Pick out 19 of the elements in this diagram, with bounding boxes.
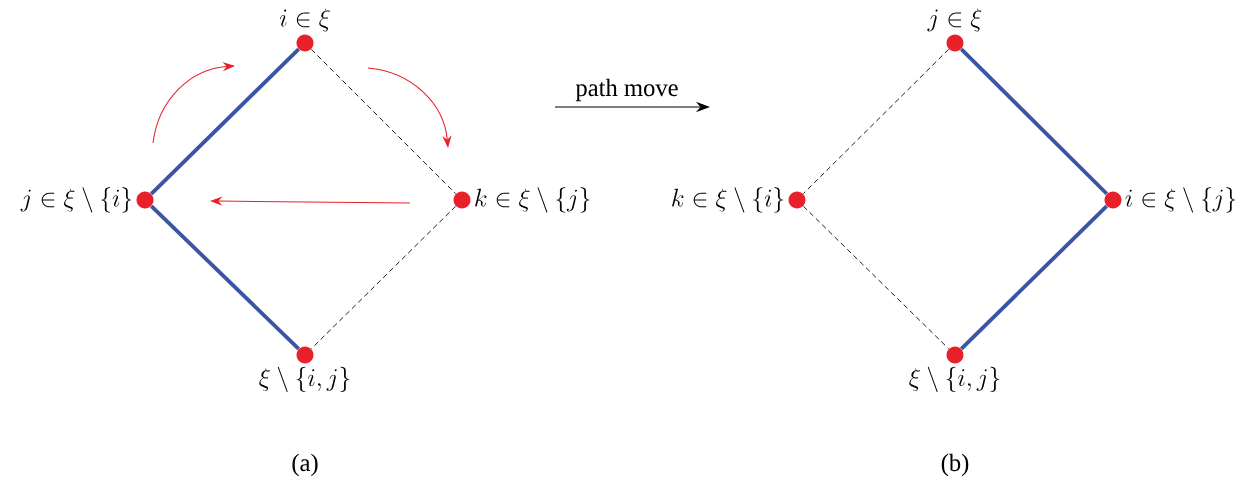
connector-line <box>150 204 300 351</box>
connector-line <box>310 48 457 195</box>
connector-line <box>802 205 950 350</box>
node-label: $i \in \xi$ <box>280 8 330 32</box>
arrow-label: path move <box>575 78 678 102</box>
node-label: $j \in \xi$ <box>927 8 982 32</box>
panel-label: (a) <box>292 453 318 477</box>
connector-line <box>149 47 301 196</box>
node-label: $j \in \xi \setminus \{i\}$ <box>20 187 132 213</box>
node-label: $i \in \xi \setminus \{j\}$ <box>1125 187 1236 213</box>
panel-label: (b) <box>941 453 969 477</box>
node-label: $k \in \xi \setminus \{i\}$ <box>672 187 784 213</box>
node-label: $k \in \xi \setminus \{j\}$ <box>475 187 590 213</box>
connector-line <box>310 205 457 350</box>
connector-line <box>959 47 1109 196</box>
connector-line <box>959 204 1109 351</box>
connector-line <box>802 48 950 195</box>
node-label: $\xi \setminus \{i,j\}$ <box>909 366 1000 393</box>
node-label: $\xi \setminus \{i,j\}$ <box>259 366 350 393</box>
